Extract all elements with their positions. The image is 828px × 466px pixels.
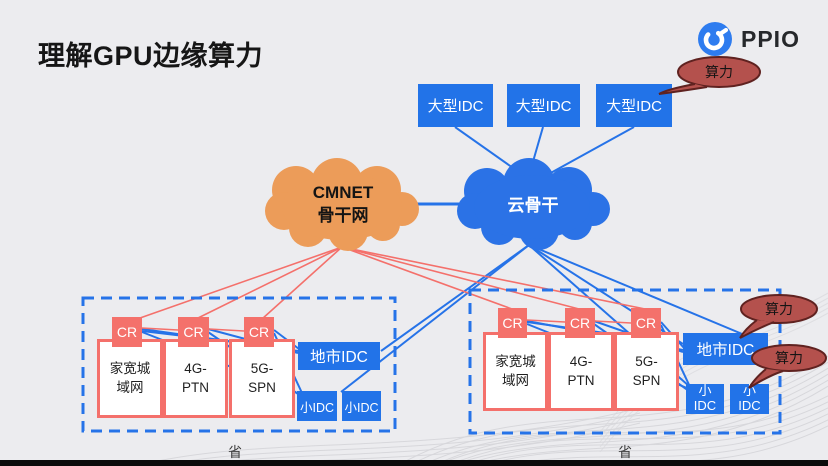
- cloud-backbone-label: 云骨干: [507, 195, 559, 215]
- left-cr-box-3: CR: [244, 317, 274, 347]
- right-small-idc-box-2: 小 IDC: [730, 384, 769, 414]
- large-idc-box-1: 大型IDC: [418, 84, 493, 127]
- left-cr-box-2: CR: [178, 317, 209, 347]
- left-city-idc-box: 地市IDC: [298, 342, 380, 370]
- right-cr-box-1: CR: [498, 308, 527, 338]
- left-province-label: 省: [228, 444, 242, 460]
- right-cr-box-3: CR: [631, 308, 661, 338]
- large-idc-box-2: 大型IDC: [507, 84, 580, 127]
- slide-title: 理解GPU边缘算力: [38, 41, 264, 71]
- left-small-idc-box-1: 小IDC: [297, 391, 337, 421]
- large-idc-box-3: 大型IDC: [596, 84, 672, 127]
- right-small-idc-box-1: 小 IDC: [686, 384, 724, 414]
- left-access-box-5g-spn: 5G- SPN: [229, 339, 295, 418]
- left-small-idc-box-2: 小IDC: [342, 391, 381, 421]
- computing-power-bubble-3-label: 算力: [775, 350, 803, 366]
- right-access-box-home-broadband: 家宽城 域网: [483, 332, 548, 411]
- left-access-box-4g-ptn: 4G- PTN: [163, 339, 228, 418]
- left-cr-box-1: CR: [112, 317, 142, 347]
- right-province-label: 省: [618, 444, 632, 460]
- right-access-box-5g-spn: 5G- SPN: [614, 332, 679, 411]
- computing-power-bubble-2-label: 算力: [765, 301, 793, 317]
- bottom-edge-bar: [0, 460, 828, 466]
- right-cr-box-2: CR: [565, 308, 595, 338]
- ppio-logo-text: PPIO: [741, 26, 800, 52]
- right-access-box-4g-ptn: 4G- PTN: [548, 332, 614, 411]
- cmnet-cloud-label: CMNET 骨干网: [312, 183, 374, 225]
- computing-power-bubble-1-label: 算力: [705, 64, 733, 80]
- left-access-box-home-broadband: 家宽城 域网: [97, 339, 163, 418]
